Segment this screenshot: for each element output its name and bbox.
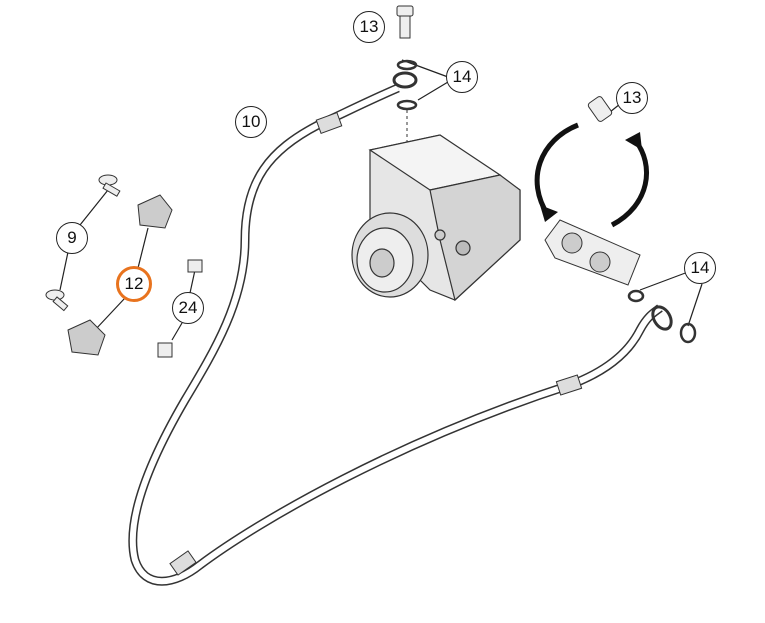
abs-unit [351,134,521,302]
leader-line [639,271,689,291]
washer [627,289,645,303]
callout-12-highlighted[interactable]: 12 [116,266,152,302]
leader-line [171,322,183,341]
leader-line [59,251,69,291]
leader-line [94,297,126,331]
callout-13[interactable]: 13 [616,82,648,114]
leader-line [401,59,449,78]
sensor-holder [67,194,173,356]
port-block [544,96,641,286]
callout-9[interactable]: 9 [56,222,88,254]
leader-line [79,189,109,226]
washer [396,99,418,111]
leader-line [417,81,449,101]
callout-24[interactable]: 24 [172,292,204,324]
banjo-bolt-top [396,5,414,39]
callout-13[interactable]: 13 [353,11,385,43]
leader-line [687,283,703,327]
brake-hose [128,71,673,586]
washer [396,59,418,71]
clip [157,259,203,358]
callout-14[interactable]: 14 [684,252,716,284]
washer [679,322,697,344]
leader-line [137,227,149,269]
leader-line [189,269,196,294]
callout-10[interactable]: 10 [235,106,267,138]
screw [45,174,121,312]
callout-14[interactable]: 14 [446,61,478,93]
